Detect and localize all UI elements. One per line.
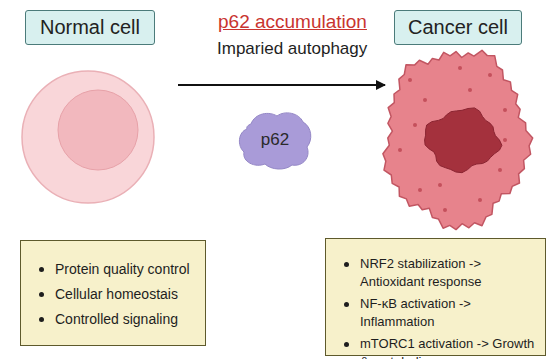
cell-granule: [498, 168, 502, 172]
cell-granule: [468, 88, 472, 92]
cell-granule: [503, 138, 507, 142]
bullet-item: Cellular homeostais: [37, 285, 195, 303]
cell-granule: [458, 66, 462, 70]
header-text: Normal cell: [40, 16, 140, 39]
cell-nucleus: [58, 90, 138, 170]
protein-blob: p62: [237, 110, 313, 170]
bullet-item: Protein quality control: [37, 260, 195, 278]
heading-label: p62 accumulation: [218, 11, 367, 33]
bullet-item: NRF2 stabilization -> Antioxidant respon…: [342, 255, 535, 291]
feature-box: NRF2 stabilization -> Antioxidant respon…: [325, 238, 546, 356]
cancer-cell-membrane: [383, 50, 533, 229]
cell-granule: [413, 123, 417, 127]
header-text: Cancer cell: [408, 16, 508, 39]
cell-granule: [408, 78, 412, 82]
subheading-label: Imparied autophagy: [217, 39, 367, 59]
bullet-item: Controlled signaling: [37, 310, 195, 328]
cell-granule: [503, 108, 507, 112]
header-box: Normal cell: [25, 10, 155, 45]
cell-granule: [418, 188, 422, 192]
cell-granule: [438, 183, 442, 187]
cell-granule: [478, 198, 482, 202]
cell-granule: [423, 98, 427, 102]
protein-label: p62: [261, 130, 289, 150]
cell-granule: [443, 208, 447, 212]
bullet-item: mTORC1 activation -> Growth & metabolism: [342, 335, 535, 359]
cell-granule: [398, 148, 402, 152]
cancer-cell-illustration: [383, 50, 533, 229]
normal-cell-illustration: [22, 71, 154, 203]
feature-box: Protein quality controlCellular homeosta…: [20, 240, 206, 346]
cancer-cell-nucleus: [425, 108, 502, 173]
cell-membrane: [22, 71, 154, 203]
header-box: Cancer cell: [394, 10, 522, 45]
bullet-item: NF-κB activation -> Inflammation: [342, 295, 535, 331]
cell-granule: [488, 73, 492, 77]
transition-arrow: [178, 84, 385, 86]
